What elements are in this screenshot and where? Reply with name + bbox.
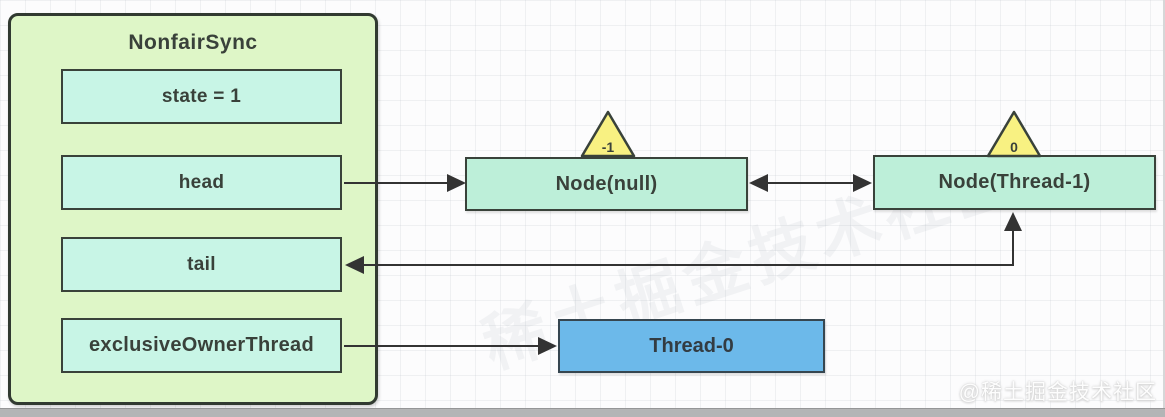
- node-null-box: Node(null): [465, 157, 748, 211]
- field-tail: tail: [61, 237, 342, 292]
- node-thread1-box: Node(Thread-1): [873, 155, 1156, 210]
- edge-tail-to-node-thread1: [345, 212, 1022, 274]
- triangle-icon: [580, 110, 636, 158]
- field-head: head: [61, 155, 342, 210]
- bottom-edge-strip: [0, 408, 1165, 417]
- waitstatus-triangle-node-thread1: 0: [985, 109, 1043, 158]
- field-state: state = 1: [61, 69, 342, 124]
- edge-node-null-to-node-thread1: [749, 174, 872, 192]
- container-title: NonfairSync: [128, 31, 258, 54]
- waitstatus-value: 0: [1010, 139, 1018, 155]
- nonfairsync-container: NonfairSync state = 1 head tail exclusiv…: [8, 13, 378, 405]
- thread0-box: Thread-0: [558, 319, 825, 373]
- triangle-icon: [986, 110, 1042, 158]
- site-watermark: @稀土掘金技术社区: [958, 381, 1157, 404]
- field-exclusive-owner-thread: exclusiveOwnerThread: [61, 318, 342, 373]
- right-edge-strip: [1163, 0, 1165, 417]
- waitstatus-value: -1: [601, 139, 615, 155]
- waitstatus-triangle-node-null: -1: [579, 109, 637, 158]
